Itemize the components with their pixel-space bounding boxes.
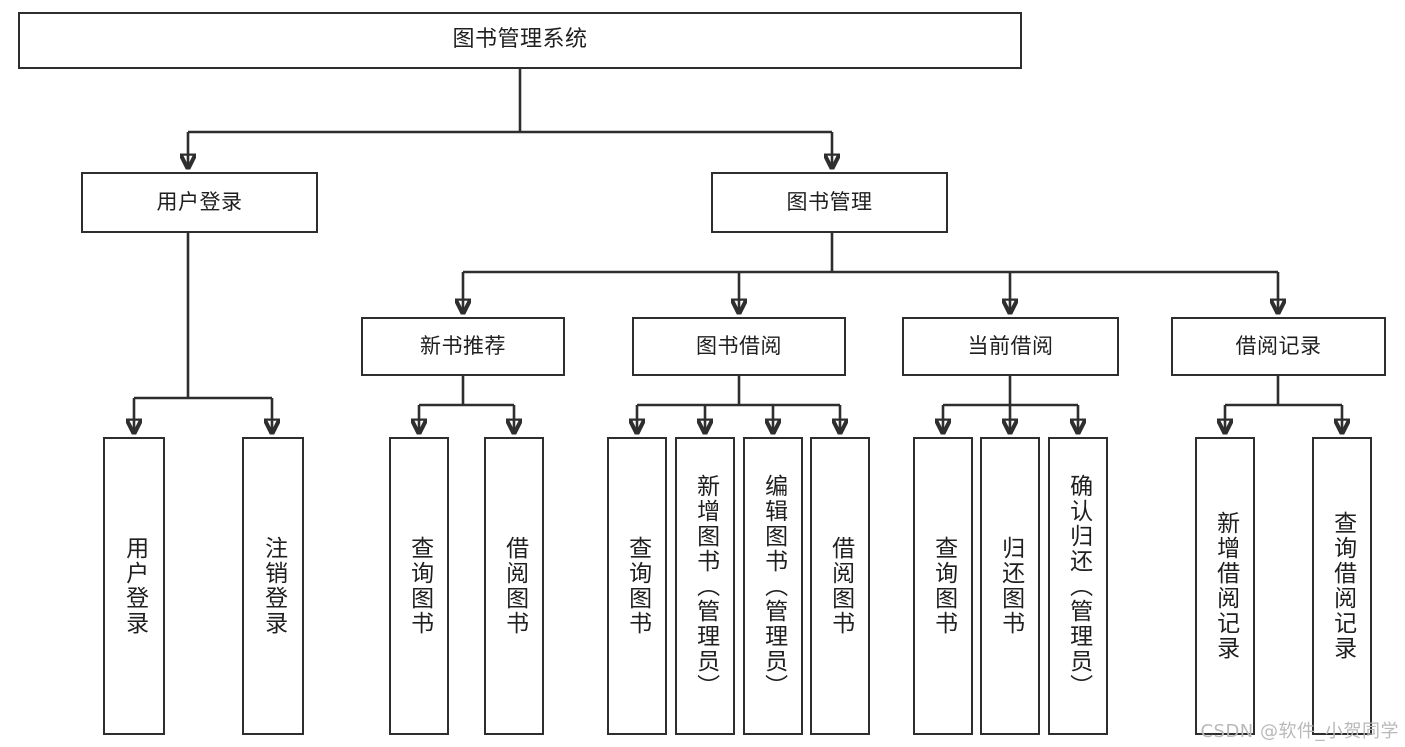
node-borrow-record[interactable]: 借阅记录 xyxy=(1171,317,1386,376)
leaf-user-login-login[interactable]: 用户登录 xyxy=(103,437,165,735)
node-label: 查询图书 xyxy=(930,536,957,636)
node-label: 借阅图书 xyxy=(827,536,854,636)
node-new-book-recommend[interactable]: 新书推荐 xyxy=(361,317,565,376)
node-label: 查询图书 xyxy=(624,536,651,636)
node-label: 注销登录 xyxy=(260,536,287,636)
leaf-book-borrow-query[interactable]: 查询图书 xyxy=(607,437,667,735)
leaf-new-book-borrow[interactable]: 借阅图书 xyxy=(484,437,544,735)
node-label: 编辑图书（管理员） xyxy=(760,473,787,699)
node-label: 图书借阅 xyxy=(696,333,782,358)
node-label: 图书管理 xyxy=(786,189,873,214)
node-label: 图书管理系统 xyxy=(452,27,588,53)
leaf-book-borrow-edit[interactable]: 编辑图书（管理员） xyxy=(743,437,803,735)
leaf-borrow-record-query[interactable]: 查询借阅记录 xyxy=(1312,437,1372,735)
node-label: 新增借阅记录 xyxy=(1212,511,1239,661)
node-current-borrow[interactable]: 当前借阅 xyxy=(902,317,1119,376)
node-label: 归还图书 xyxy=(997,536,1024,636)
node-label: 借阅图书 xyxy=(501,536,528,636)
node-label: 查询图书 xyxy=(406,536,433,636)
node-book-borrow[interactable]: 图书借阅 xyxy=(632,317,846,376)
node-book-management[interactable]: 图书管理 xyxy=(711,172,948,233)
leaf-current-borrow-confirm-return[interactable]: 确认归还（管理员） xyxy=(1048,437,1108,735)
node-root-system[interactable]: 图书管理系统 xyxy=(18,12,1022,69)
leaf-new-book-query[interactable]: 查询图书 xyxy=(389,437,449,735)
node-label: 新增图书（管理员） xyxy=(692,473,719,699)
node-label: 用户登录 xyxy=(156,189,243,214)
node-label: 当前借阅 xyxy=(967,333,1054,358)
leaf-book-borrow-add[interactable]: 新增图书（管理员） xyxy=(675,437,735,735)
node-label: 借阅记录 xyxy=(1235,333,1322,358)
leaf-borrow-record-add[interactable]: 新增借阅记录 xyxy=(1195,437,1255,735)
node-user-login[interactable]: 用户登录 xyxy=(81,172,318,233)
node-label: 确认归还（管理员） xyxy=(1065,473,1092,699)
node-label: 新书推荐 xyxy=(420,333,506,358)
leaf-user-login-logout[interactable]: 注销登录 xyxy=(242,437,304,735)
leaf-current-borrow-query[interactable]: 查询图书 xyxy=(913,437,973,735)
leaf-current-borrow-return[interactable]: 归还图书 xyxy=(980,437,1040,735)
leaf-book-borrow-borrow[interactable]: 借阅图书 xyxy=(810,437,870,735)
node-label: 用户登录 xyxy=(121,536,148,636)
node-label: 查询借阅记录 xyxy=(1329,511,1356,661)
